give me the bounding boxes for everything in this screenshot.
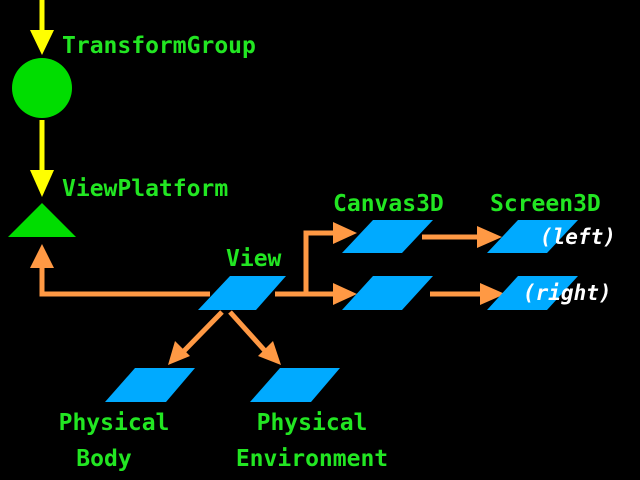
view-to-canvas-left-ref xyxy=(275,230,336,297)
physical-environment-label-line2: Environment xyxy=(236,446,388,472)
canvas3d-right-object-icon xyxy=(342,276,433,310)
orange-references xyxy=(39,230,483,354)
physical-body-label-line1: Physical xyxy=(59,410,170,436)
orange-arrowheads xyxy=(30,222,505,365)
physical-environment-object-icon xyxy=(250,368,340,402)
canvas-right-ref-arrowhead xyxy=(333,283,357,305)
transform-group-label: TransformGroup xyxy=(62,33,256,59)
screen-right-note: (right) xyxy=(523,281,612,305)
view-object-icon xyxy=(198,276,286,310)
screen-right-ref-arrowhead xyxy=(480,283,505,305)
screen3d-left-object-icon xyxy=(487,220,578,253)
screen3d-right-object-icon xyxy=(487,276,578,310)
viewplatform-ref-arrowhead xyxy=(30,244,54,268)
transform-group-circle-icon xyxy=(12,58,72,118)
view-to-environment-ref xyxy=(228,310,268,354)
environment-ref-arrowhead xyxy=(258,341,281,365)
canvas3d-left-object-icon xyxy=(342,220,433,253)
screen-left-ref-arrowhead xyxy=(477,226,502,248)
screen3d-label: Screen3D xyxy=(490,191,601,217)
view-platform-label: ViewPlatform xyxy=(62,176,228,202)
view-to-viewplatform-ref xyxy=(39,258,210,297)
view-platform-triangle-icon xyxy=(8,203,76,237)
physical-body-label-line2: Body xyxy=(76,446,132,472)
physical-environment-label-line1: Physical xyxy=(257,410,368,436)
tg-to-vp-link-arrowhead xyxy=(30,170,54,197)
view-label: View xyxy=(226,246,282,272)
canvas-left-ref-arrowhead xyxy=(333,222,357,244)
component-objects xyxy=(105,220,578,402)
screen-left-note: (left) xyxy=(540,225,616,249)
canvas3d-label: Canvas3D xyxy=(333,191,444,217)
incoming-link-arrowhead xyxy=(30,30,54,55)
view-to-body-ref xyxy=(181,310,224,354)
body-ref-arrowhead xyxy=(168,341,190,365)
yellow-links xyxy=(30,0,54,197)
physical-body-object-icon xyxy=(105,368,195,402)
